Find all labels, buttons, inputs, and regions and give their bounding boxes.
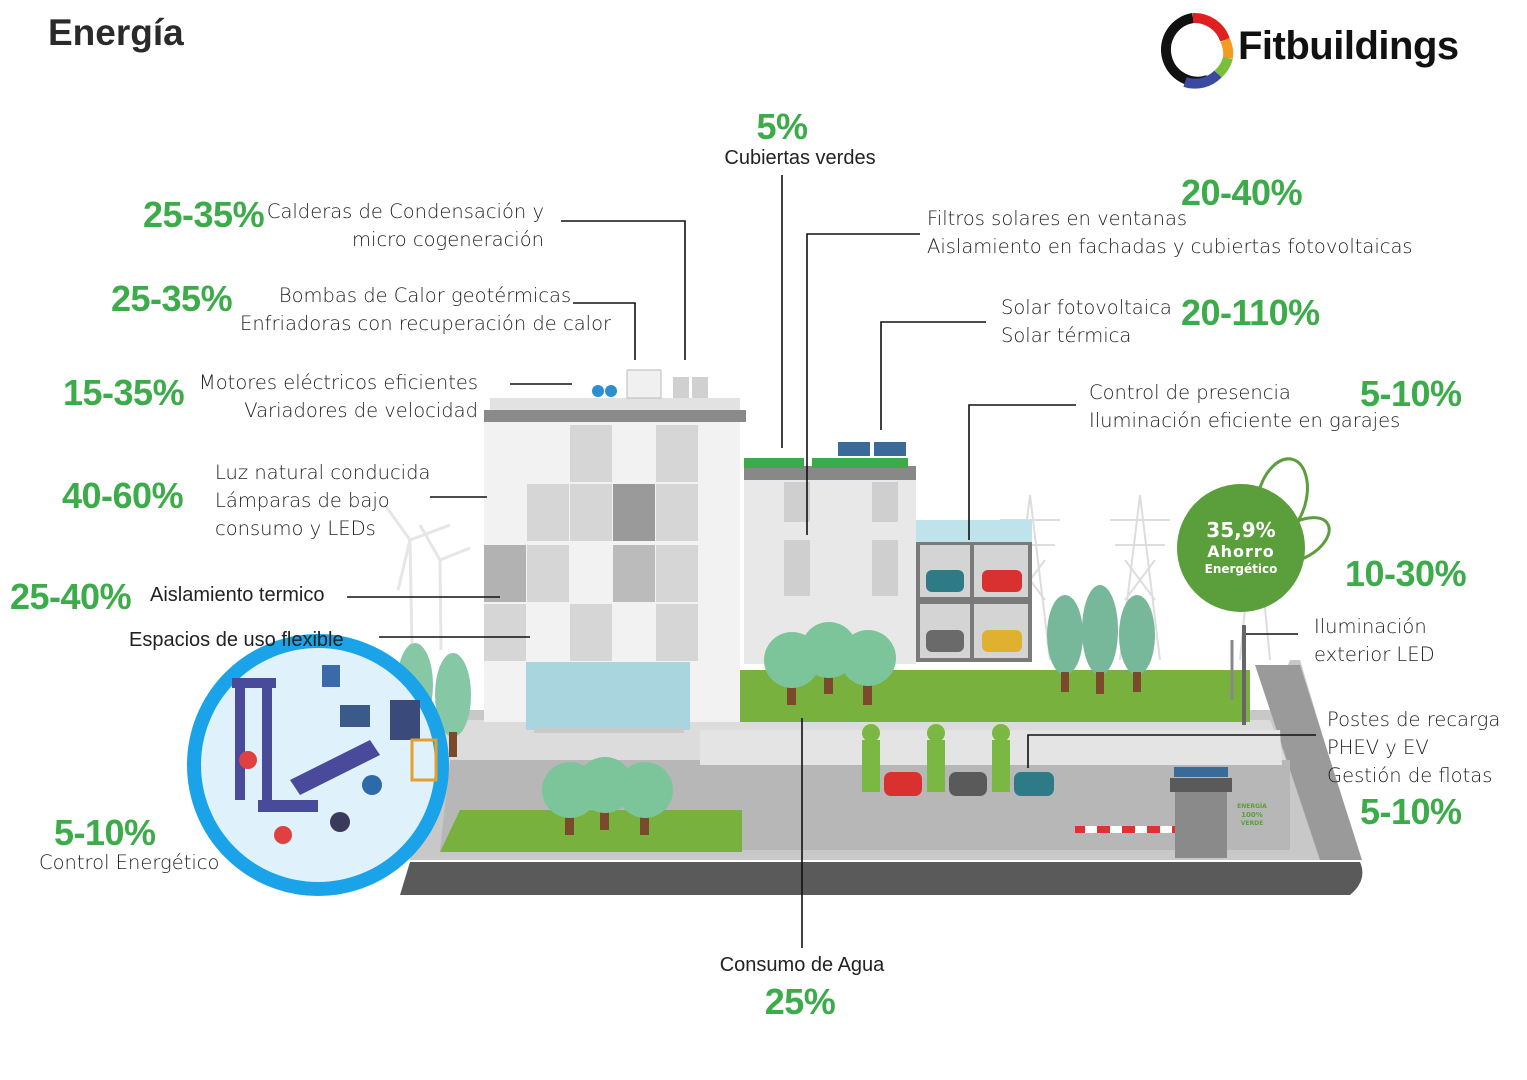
badge-line2: Energético — [1204, 562, 1278, 576]
aislamiento-label: Aislamiento termico — [150, 584, 325, 606]
espacios-label: Espacios de uso flexible — [129, 629, 344, 651]
solar-label-1: Solar fotovoltaica — [1001, 296, 1172, 319]
savings-badge-circle — [1177, 484, 1305, 612]
trees — [397, 585, 1155, 835]
bombas-label-1: Bombas de Calor geotérmicas — [278, 284, 572, 307]
motores-pct: 15-35% — [63, 372, 185, 413]
gym-circle — [187, 634, 449, 896]
charging-area — [862, 625, 1246, 858]
wind-turbines — [383, 504, 471, 651]
leader-lines — [347, 175, 1316, 948]
cubiertas-label: Cubiertas verdes — [724, 147, 876, 169]
agua-label: Consumo de Agua — [719, 954, 885, 976]
presencia-label-2: Iluminación eficiente en garajes — [1089, 409, 1401, 432]
exterior-pct: 10-30% — [1345, 553, 1467, 594]
recarga-label-2: PHEV y EV — [1327, 736, 1429, 759]
control-energetico-label: Control Energético — [39, 851, 220, 874]
gate-badge-line2: 100% — [1241, 811, 1263, 819]
luz-label-1: Luz natural conducida — [215, 461, 431, 484]
main-building — [484, 369, 746, 733]
badge-line1: Ahorro — [1207, 542, 1275, 561]
luz-pct: 40-60% — [62, 475, 184, 516]
calderas-label-1: Calderas de Condensación y — [266, 200, 544, 223]
gate-badge-line3: VERDE — [1240, 820, 1264, 827]
luz-label-2: Lámparas de bajo — [215, 489, 390, 512]
filtros-pct: 20-40% — [1181, 172, 1303, 213]
control-energetico-pct: 5-10% — [54, 812, 156, 853]
solar-pct: 20-110% — [1181, 292, 1320, 333]
solar-label-2: Solar térmica — [1001, 324, 1132, 347]
motores-label-1: Motores eléctricos eficientes — [198, 371, 478, 394]
aislamiento-pct: 25-40% — [10, 576, 132, 617]
bombas-pct: 25-35% — [111, 278, 233, 319]
presencia-pct: 5-10% — [1360, 373, 1462, 414]
calderas-pct: 25-35% — [143, 194, 265, 235]
luz-label-3: consumo y LEDs — [215, 517, 376, 540]
calderas-label-2: micro cogeneración — [352, 228, 544, 251]
exterior-label-2: exterior LED — [1314, 643, 1435, 666]
logo-ring-icon — [1160, 12, 1234, 89]
page-title: Energía — [48, 12, 184, 53]
agua-pct: 25% — [764, 981, 836, 1022]
presencia-label-1: Control de presencia — [1089, 381, 1291, 404]
bombas-label-2: Enfriadoras con recuperación de calor — [240, 312, 612, 335]
brand-name: Fitbuildings — [1238, 24, 1459, 68]
recarga-label-3: Gestión de flotas — [1327, 764, 1493, 787]
cubiertas-pct: 5% — [756, 106, 808, 147]
motores-label-2: Variadores de velocidad — [244, 399, 478, 422]
badge-value: 35,9% — [1206, 518, 1276, 542]
exterior-label-1: Iluminación — [1314, 615, 1427, 638]
recarga-pct: 5-10% — [1360, 791, 1462, 832]
parking-building — [916, 520, 1032, 662]
filtros-label-2: Aislamiento en fachadas y cubiertas foto… — [927, 235, 1413, 258]
gate-badge-line1: ENERGÍA — [1237, 803, 1267, 810]
filtros-label-1: Filtros solares en ventanas — [927, 207, 1188, 230]
recarga-label-1: Postes de recarga — [1327, 708, 1501, 731]
